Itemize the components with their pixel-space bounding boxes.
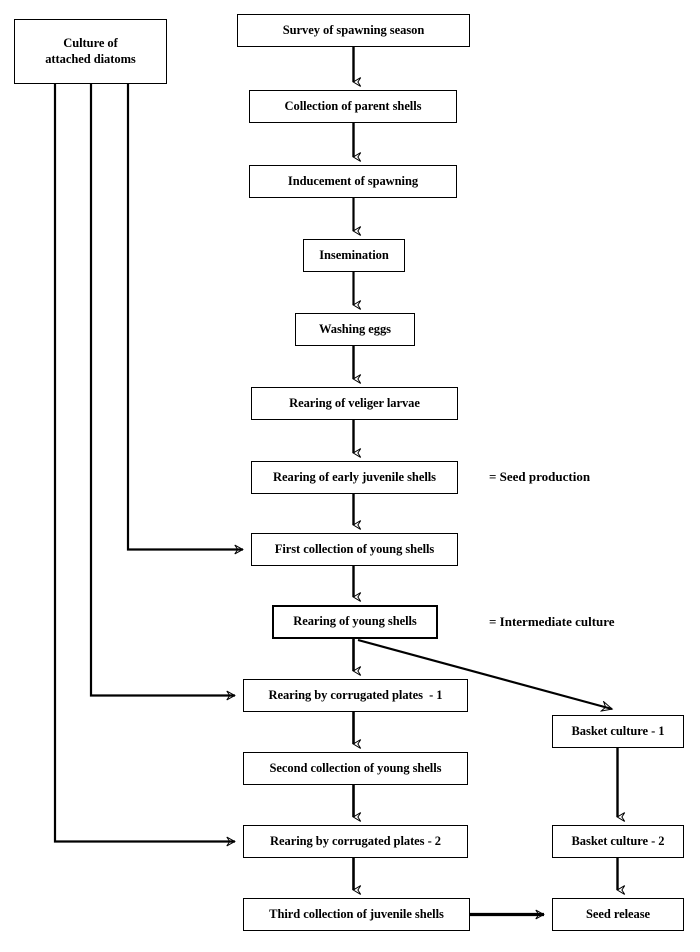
edge-diatoms-to-first-collection <box>126 84 244 555</box>
node-collection-of-parent-shells[interactable]: Collection of parent shells <box>249 90 457 123</box>
node-seed-release[interactable]: Seed release <box>552 898 684 931</box>
annotation-intermediate-culture: = Intermediate culture <box>489 614 615 629</box>
node-first-collection-of-young-shells[interactable]: First collection of young shells <box>251 533 458 566</box>
node-rearing-by-corrugated-plates-2[interactable]: Rearing by corrugated plates - 2 <box>243 825 468 858</box>
edge-diatoms-to-corrugated-1 <box>89 84 236 701</box>
node-rearing-of-veliger-larvae[interactable]: Rearing of veliger larvae <box>251 387 458 420</box>
annotation-seed-production: = Seed production <box>489 469 591 484</box>
node-basket-culture-1[interactable]: Basket culture - 1 <box>552 715 684 748</box>
node-washing-eggs[interactable]: Washing eggs <box>295 313 415 346</box>
node-rearing-of-early-juvenile-shells[interactable]: Rearing of early juvenile shells <box>251 461 458 494</box>
edge-diatoms-to-corrugated-2 <box>53 84 236 847</box>
node-basket-culture-2[interactable]: Basket culture - 2 <box>552 825 684 858</box>
node-inducement-of-spawning[interactable]: Inducement of spawning <box>249 165 457 198</box>
node-second-collection-of-young-shells[interactable]: Second collection of young shells <box>243 752 468 785</box>
node-third-collection-of-juvenile-shells[interactable]: Third collection of juvenile shells <box>243 898 470 931</box>
node-survey-of-spawning-season[interactable]: Survey of spawning season <box>237 14 470 47</box>
node-rearing-of-young-shells[interactable]: Rearing of young shells <box>272 605 438 639</box>
node-culture-of-attached-diatoms[interactable]: Culture of attached diatoms <box>14 19 167 84</box>
node-rearing-by-corrugated-plates-1[interactable]: Rearing by corrugated plates - 1 <box>243 679 468 712</box>
node-insemination[interactable]: Insemination <box>303 239 405 272</box>
